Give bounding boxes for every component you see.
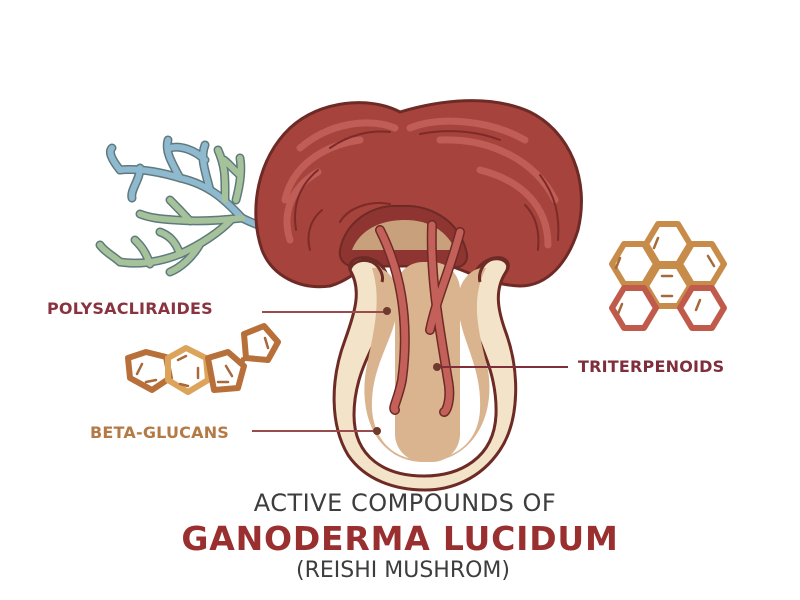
triterpenoids-label: TRITERPENOIDS [578, 357, 725, 376]
leader-lines [252, 307, 568, 435]
mushroom-cap [254, 99, 583, 289]
hexagon-cluster-molecule-icon [609, 221, 727, 331]
title-line-1: ACTIVE COMPOUNDS OF [253, 489, 557, 517]
polysaccharides-label: POLYSACLIRAIDES [47, 299, 213, 318]
title-line-2: GANODERMA LUCIDUM [181, 519, 619, 558]
diagram-title: ACTIVE COMPOUNDS OF GANODERMA LUCIDUM (R… [0, 488, 800, 584]
mushroom-stem [332, 220, 518, 492]
beta-glucans-label: BETA-GLUCANS [90, 423, 230, 442]
title-line-3: (REISHI MUSHROM) [295, 558, 510, 583]
fused-ring-molecule-icon [125, 323, 281, 395]
